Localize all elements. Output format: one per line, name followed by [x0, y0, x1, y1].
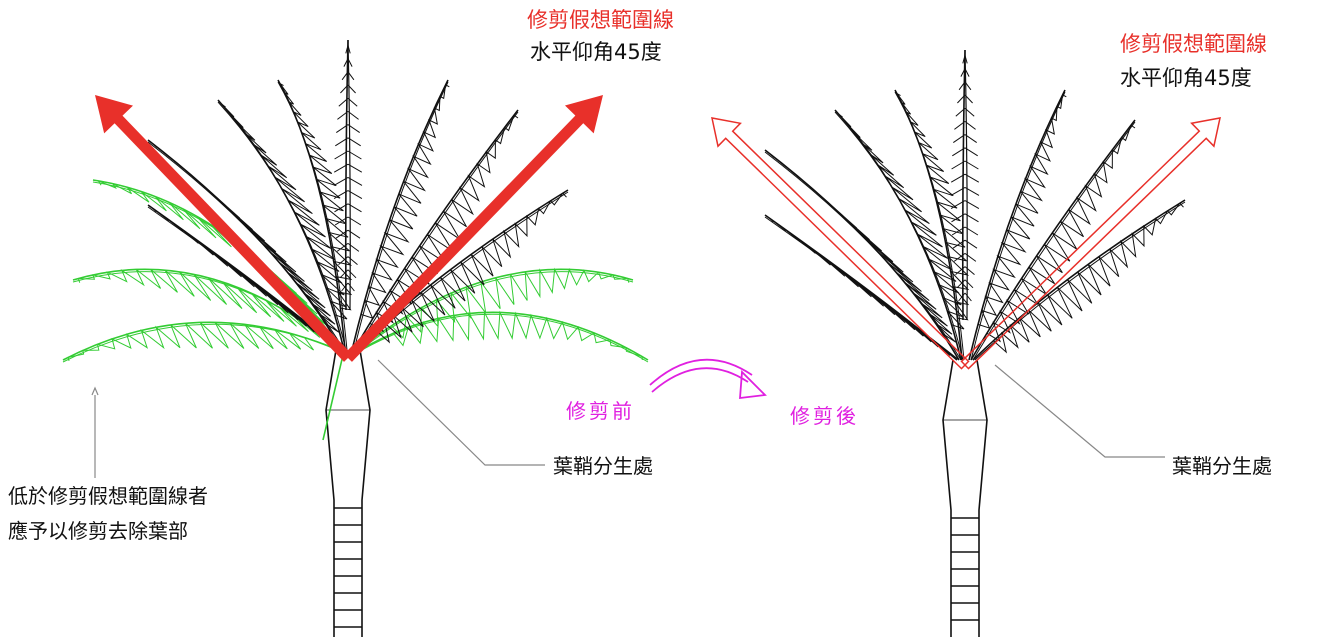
palm-frond — [147, 139, 345, 351]
palm-frond — [359, 310, 649, 363]
palm-frond — [972, 199, 1186, 361]
palm-frond — [62, 321, 341, 363]
right-elevation-angle: 水平仰角45度 — [1120, 66, 1252, 90]
left-sheath-leader — [377, 359, 545, 466]
palm-after-pruning — [764, 49, 1186, 637]
annotation-lines — [91, 95, 1221, 478]
left-elevation-angle: 水平仰角45度 — [530, 40, 662, 64]
palm-frond — [894, 89, 970, 361]
palm-frond — [970, 119, 1136, 361]
palm-frond — [277, 79, 353, 351]
center-spear-leaf — [333, 39, 363, 311]
palm-trunk — [942, 359, 988, 637]
curved-arrow-icon — [649, 358, 767, 400]
right-guide-title: 修剪假想範圍線 — [1120, 32, 1267, 56]
after-label: 修剪後 — [790, 404, 859, 428]
left-sheath-label: 葉鞘分生處 — [553, 454, 653, 478]
palm-trunk — [325, 349, 371, 637]
palm-frond — [764, 214, 960, 361]
pruning-guide-arrow-outline — [711, 117, 970, 370]
before-label: 修剪前 — [566, 399, 635, 423]
center-spear-leaf — [950, 49, 980, 321]
palm-before-pruning — [62, 39, 649, 637]
palm-frond — [351, 79, 450, 351]
palm-frond — [968, 89, 1067, 361]
left-guide-title: 修剪假想範圍線 — [527, 8, 674, 32]
palm-frond — [834, 109, 965, 361]
remove-note-line1: 低於修剪假想範圍線者 — [8, 484, 208, 508]
pruning-guide-arrow — [95, 95, 352, 362]
remove-note-line2: 應予以修剪去除葉部 — [8, 519, 188, 543]
palm-frond — [353, 109, 519, 351]
palm-frond — [217, 99, 348, 351]
pruning-guide-arrow — [344, 95, 603, 362]
palm-frond — [764, 149, 962, 361]
right-sheath-label: 葉鞘分生處 — [1172, 454, 1272, 478]
pruning-guide-arrow-outline — [960, 117, 1221, 370]
right-sheath-leader — [994, 364, 1165, 458]
